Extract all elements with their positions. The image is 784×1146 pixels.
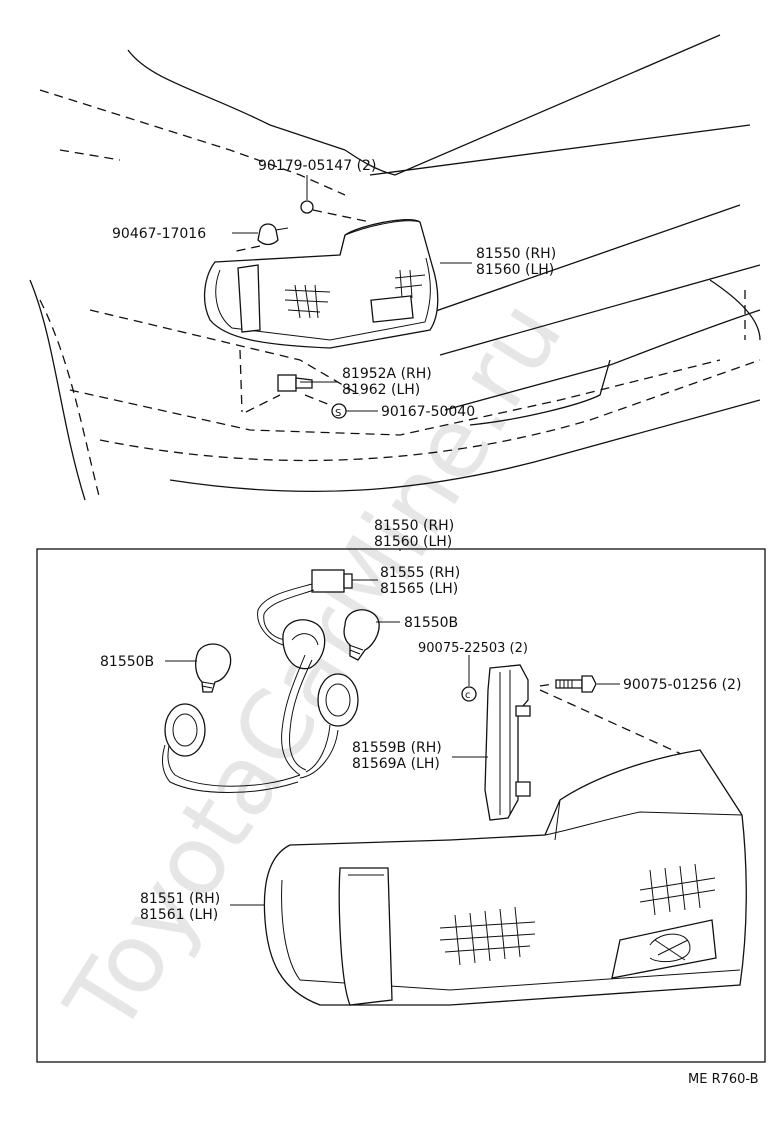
part-label: 81561 (LH) [140, 907, 218, 923]
top-leader-lines [232, 175, 472, 412]
socket-left-icon [164, 703, 206, 757]
bulb-left-icon [195, 643, 232, 693]
connector-icon [311, 569, 345, 593]
part-label: 90075-22503 (2) [418, 641, 528, 656]
socket-right-icon [317, 673, 359, 727]
nut-symbol: c [465, 690, 471, 701]
bolt-top-icon [300, 200, 314, 214]
vehicle-body-outline [29, 34, 761, 501]
assembly-frame [36, 548, 766, 1063]
part-label: 81962 (LH) [342, 382, 420, 398]
part-label: 90075-01256 (2) [623, 677, 741, 693]
part-label: 81560 (LH) [476, 262, 554, 278]
part-label: 81559B (RH) [352, 740, 442, 756]
top-small-parts: S [231, 200, 371, 419]
part-label: 81550B [404, 615, 458, 631]
tail-lamp-small [203, 219, 439, 349]
bottom-leader-lines [165, 579, 620, 906]
bulb-right-icon [343, 609, 380, 661]
part-label: 81550 (RH) [476, 246, 556, 262]
part-label: 81569A (LH) [352, 756, 440, 772]
lamp-housing-bracket [484, 664, 531, 821]
bracket-icon [277, 374, 297, 392]
part-label: 90179-05147 (2) [258, 158, 376, 174]
part-label: 81565 (LH) [380, 581, 458, 597]
nut-icon [461, 686, 477, 702]
part-label: 90167-50040 [381, 404, 475, 420]
socket-harness [162, 569, 359, 793]
bulbs [195, 609, 380, 693]
screw-symbol: S [335, 408, 341, 419]
part-label: 81952A (RH) [342, 366, 432, 382]
bolt-right-icon [555, 675, 597, 693]
part-label: 81550 (RH) [374, 518, 454, 534]
part-label: 81555 (RH) [380, 565, 460, 581]
diagram-code: ME R760-B [688, 1072, 759, 1087]
part-label: 81551 (RH) [140, 891, 220, 907]
part-label: 90467-17016 [112, 226, 206, 242]
part-label: 81560 (LH) [374, 534, 452, 550]
tail-lamp-large [263, 749, 747, 1006]
clip-top-icon [257, 223, 279, 246]
part-label: 81550B [100, 654, 154, 670]
